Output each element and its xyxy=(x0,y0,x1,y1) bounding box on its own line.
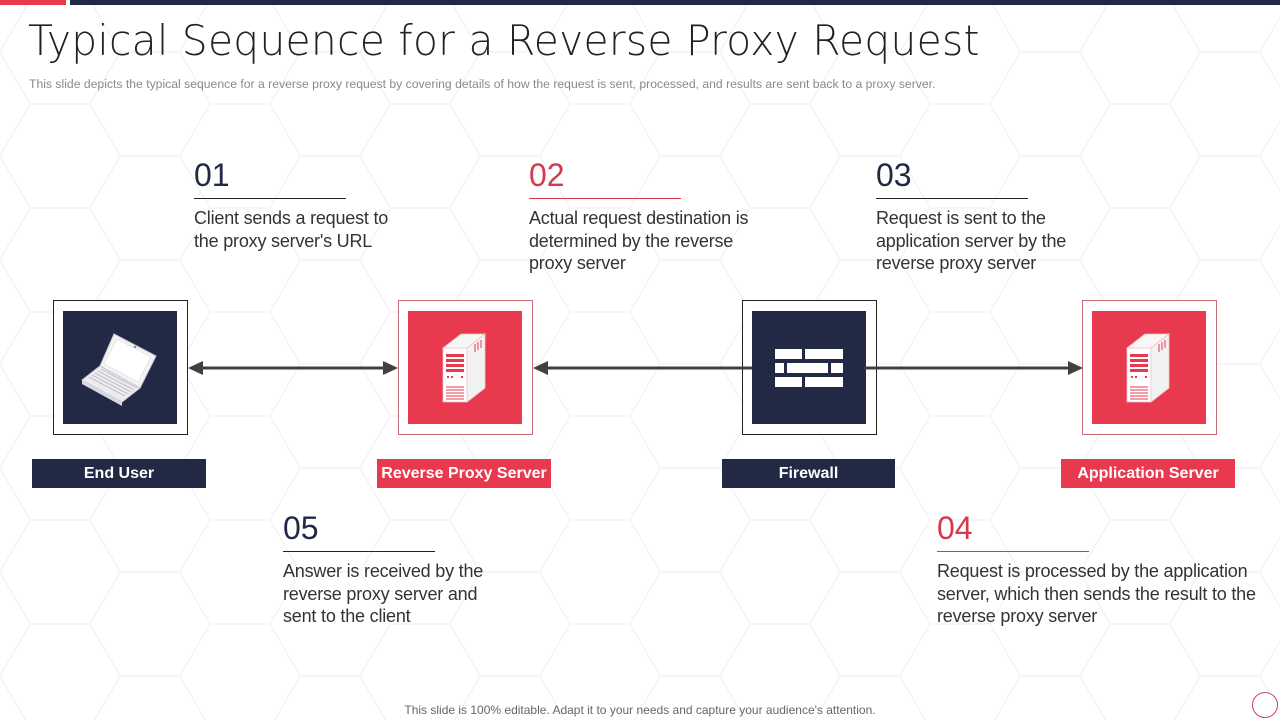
step-description: Request is sent to the application serve… xyxy=(876,208,1067,273)
step-05: 05 Answer is received by the reverse pro… xyxy=(283,511,513,628)
step-number: 05 xyxy=(283,510,319,546)
step-number: 04 xyxy=(937,510,973,546)
node-icon-tile xyxy=(752,311,866,424)
slide-title: Typical Sequence for a Reverse Proxy Req… xyxy=(28,16,980,65)
step-number: 01 xyxy=(194,157,230,193)
step-number: 03 xyxy=(876,157,912,193)
node-reverse-proxy-server xyxy=(398,300,533,435)
step-04: 04 Request is processed by the applicati… xyxy=(937,511,1257,628)
node-application-server xyxy=(1082,300,1217,435)
step-description: Client sends a request to the proxy serv… xyxy=(194,208,389,251)
brick-wall-icon xyxy=(775,348,843,387)
label-end-user: End User xyxy=(32,459,206,488)
step-description: Request is processed by the application … xyxy=(937,561,1256,626)
label-firewall: Firewall xyxy=(722,459,895,488)
node-icon-tile xyxy=(1092,311,1206,424)
step-description: Actual request destination is determined… xyxy=(529,208,749,273)
label-application-server: Application Server xyxy=(1061,459,1235,488)
slide-footer-note: This slide is 100% editable. Adapt it to… xyxy=(404,703,876,717)
step-divider xyxy=(283,551,435,552)
server-tower-icon xyxy=(1125,332,1171,403)
server-tower-icon xyxy=(441,332,487,403)
node-icon-tile xyxy=(408,311,522,424)
node-icon-tile xyxy=(63,311,177,424)
step-divider xyxy=(876,198,1028,199)
step-01: 01 Client sends a request to the proxy s… xyxy=(194,158,394,252)
slide-subtitle: This slide depicts the typical sequence … xyxy=(29,77,936,91)
label-reverse-proxy-server: Reverse Proxy Server xyxy=(377,459,551,488)
step-number: 02 xyxy=(529,157,565,193)
top-accent-bar-navy xyxy=(70,0,1280,5)
node-end-user xyxy=(53,300,188,435)
step-divider xyxy=(937,551,1089,552)
step-divider xyxy=(194,198,346,199)
corner-circle-decoration xyxy=(1252,692,1278,718)
step-divider xyxy=(529,198,681,199)
step-03: 03 Request is sent to the application se… xyxy=(876,158,1106,275)
node-firewall xyxy=(742,300,877,435)
laptop-icon xyxy=(81,332,157,406)
top-accent-bar-red xyxy=(0,0,66,5)
step-description: Answer is received by the reverse proxy … xyxy=(283,561,484,626)
step-02: 02 Actual request destination is determi… xyxy=(529,158,759,275)
